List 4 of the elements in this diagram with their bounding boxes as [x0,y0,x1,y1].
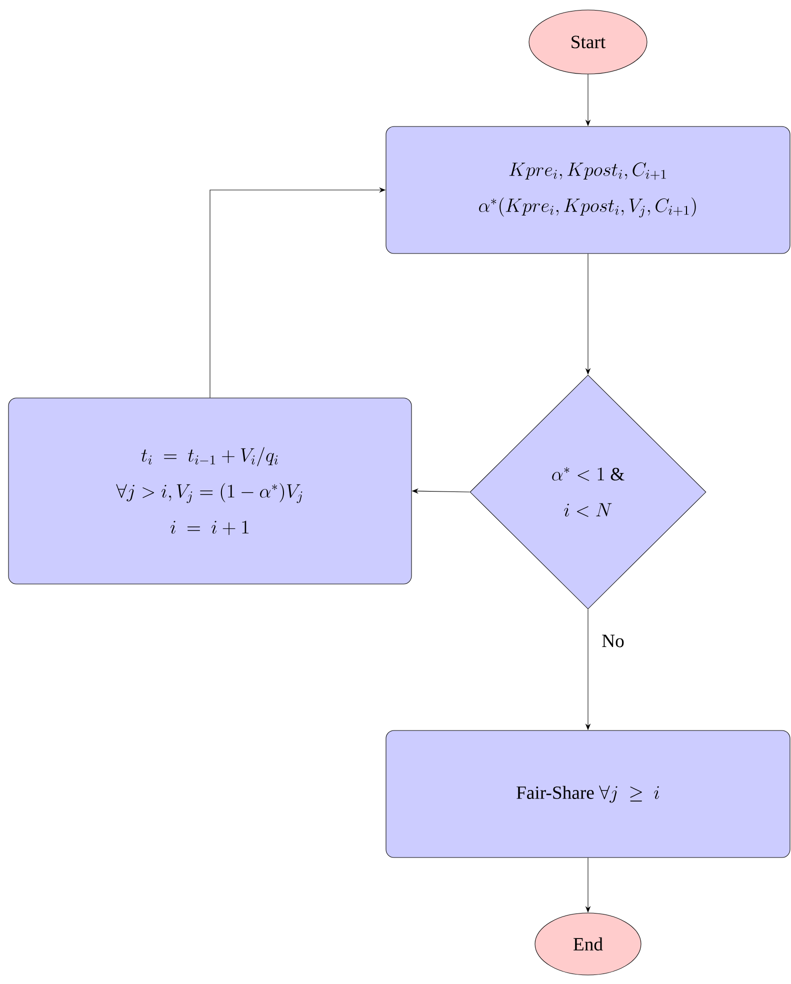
process-box: $\text{Fair-Share } \forall j \ \geq \ i$ [386,730,790,858]
edge-label: No [602,634,624,648]
process-box: $Kpre_i, Kpost_i, C_{i+1}$ $\alpha^*(Kpre_i, Kpost_i, V_j, C_{i+1})$ [386,126,790,254]
process-box: $t_i \ = \ t_{i-1} + V_i/q_i$ $\forall j > i, V_j = (1-\alpha^*)V_j$ $i \ = \ i + 1$ [8,398,412,584]
